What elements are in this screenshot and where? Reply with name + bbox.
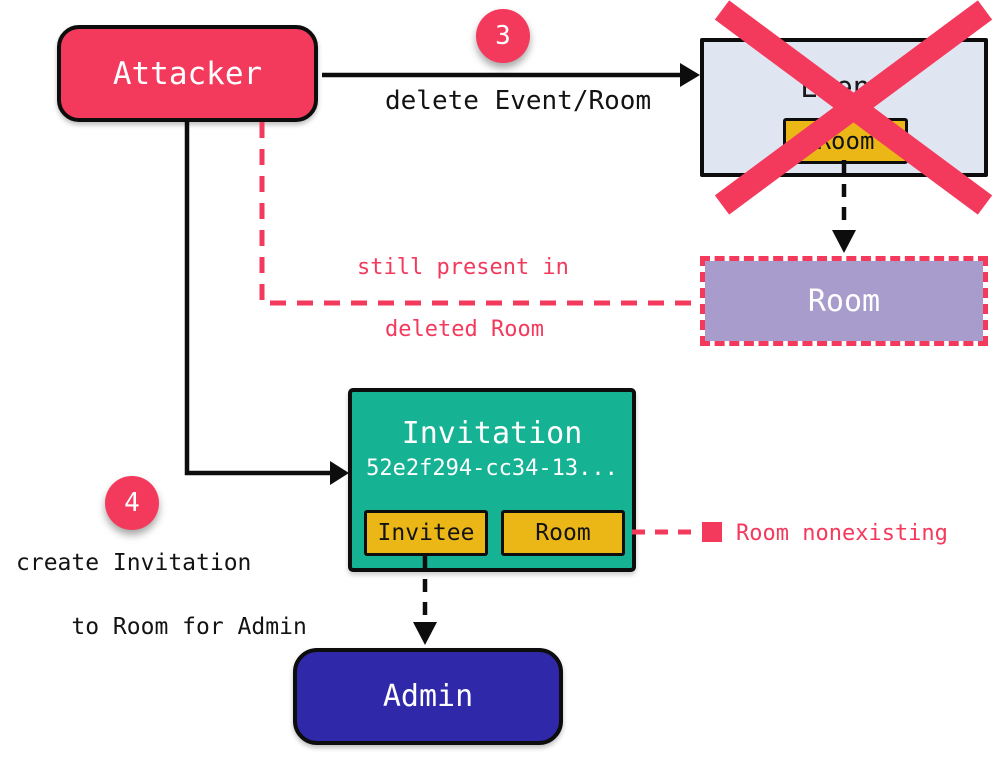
node-deleted-room: Room — [700, 256, 988, 346]
step-4-number: 4 — [124, 488, 140, 518]
still-present-label-line2: deleted Room — [385, 317, 544, 342]
still-present-label-line1: still present in — [357, 255, 569, 280]
create-invitation-line1: create Invitation — [16, 550, 252, 576]
invitation-id: 52e2f294-cc34-13... — [366, 456, 618, 481]
node-event: Event Room — [700, 38, 988, 177]
admin-label: Admin — [382, 679, 474, 714]
create-invitation-line2: to Room for Admin — [71, 614, 307, 640]
step-4-badge: 4 — [105, 476, 159, 530]
invitation-room-field: Room — [501, 510, 625, 556]
room-nonexisting-label: Room nonexisting — [736, 521, 948, 546]
deleted-room-label: Room — [807, 283, 881, 319]
arrow-delete-event — [322, 63, 700, 87]
node-attacker: Attacker — [57, 25, 318, 122]
invitee-label: Invitee — [377, 520, 475, 546]
delete-event-label: delete Event/Room — [385, 86, 652, 116]
event-label: Event — [800, 70, 888, 104]
arrow-create-invitation — [184, 122, 349, 485]
event-room-field: Room — [783, 118, 908, 164]
step-3-number: 3 — [495, 21, 511, 51]
attacker-label: Attacker — [112, 55, 263, 92]
invitation-room-label: Room — [535, 520, 591, 546]
create-invitation-label: create Invitation to Room for Admin — [16, 547, 307, 643]
invitation-invitee-field: Invitee — [364, 510, 488, 556]
node-invitation: Invitation 52e2f294-cc34-13... Invitee R… — [348, 388, 636, 572]
node-admin: Admin — [293, 648, 563, 745]
legend-square-icon — [702, 522, 722, 542]
invitation-label: Invitation — [401, 416, 583, 451]
step-3-badge: 3 — [476, 9, 530, 63]
event-room-label: Room — [816, 127, 875, 155]
room-nonexisting-link — [632, 522, 722, 542]
